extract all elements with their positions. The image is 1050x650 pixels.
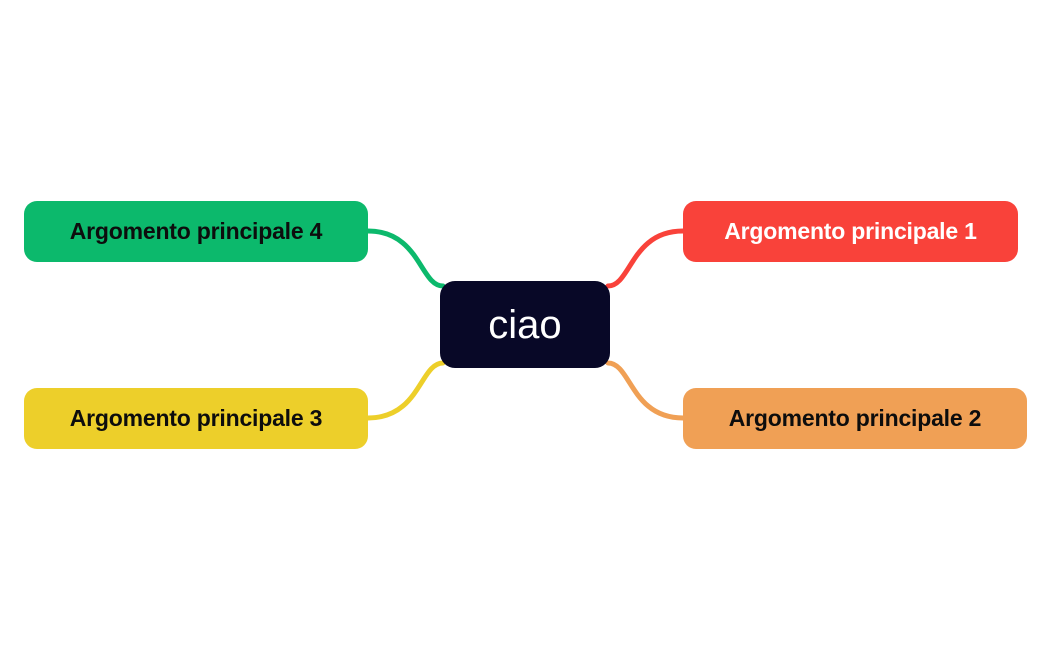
- mindmap-node-branch-1[interactable]: Argomento principale 1: [683, 201, 1018, 262]
- mindmap-node-label: Argomento principale 2: [728, 405, 982, 431]
- mindmap-root-node[interactable]: ciao: [440, 281, 610, 368]
- mindmap-node-branch-4[interactable]: Argomento principale 4: [24, 201, 368, 262]
- mindmap-node-label: Argomento principale 3: [69, 405, 323, 431]
- connector-branch-1: [605, 228, 686, 289]
- mindmap-node-branch-3[interactable]: Argomento principale 3: [24, 388, 368, 449]
- mindmap-node-label: Argomento principale 4: [69, 218, 323, 244]
- mindmap-root-label: ciao: [488, 302, 562, 347]
- mindmap-node-label: Argomento principale 1: [724, 218, 977, 244]
- mindmap-node-branch-2[interactable]: Argomento principale 2: [683, 388, 1027, 449]
- connector-branch-2: [605, 360, 686, 421]
- connector-branch-3: [365, 360, 446, 421]
- connector-branch-4: [365, 228, 446, 289]
